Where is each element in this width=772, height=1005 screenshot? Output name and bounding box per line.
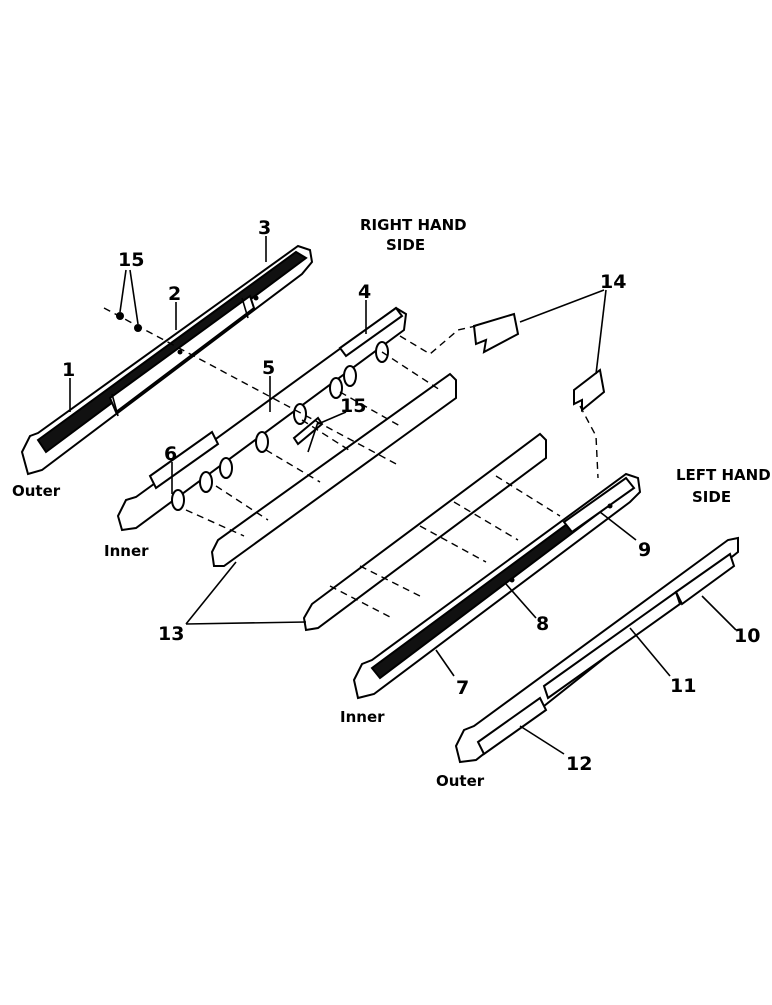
part-4-top-plate: [338, 306, 404, 358]
callout-1: 1: [62, 359, 75, 381]
callout-15-middle: 15: [340, 395, 366, 417]
inner-left-skid-assembly: [352, 472, 642, 700]
mount-bracket: [343, 365, 357, 387]
bolt-hole: [177, 349, 183, 355]
callout-11: 11: [670, 675, 696, 697]
part-6-end-plate: [148, 430, 220, 490]
callout-12: 12: [566, 753, 592, 775]
part-10-end-plate: [674, 552, 736, 606]
part-2-center-plate: [108, 294, 256, 414]
callout-10: 10: [734, 625, 760, 647]
callout-9: 9: [638, 539, 651, 561]
callout-15-top: 15: [118, 249, 144, 271]
bolt-hole: [253, 295, 259, 301]
left-hand-side-subheading: SIDE: [692, 488, 731, 506]
joint-line-1: [111, 393, 119, 417]
right-hand-side-heading: RIGHT HAND: [360, 216, 467, 234]
part-12-front-plate: [476, 696, 548, 756]
callout-8: 8: [536, 613, 549, 635]
inner-right-skid-assembly: [116, 306, 408, 532]
mount-bracket: [199, 471, 213, 493]
callout-4: 4: [358, 281, 371, 303]
part-14-bracket-lower: [573, 368, 606, 413]
joint-line-2: [241, 297, 249, 319]
inner-label-top: Inner: [104, 542, 149, 560]
callout-6: 6: [164, 443, 177, 465]
callout-7: 7: [456, 677, 469, 699]
part-13-strap-lower: [302, 432, 547, 632]
callout-3: 3: [258, 217, 271, 239]
outer-left-skid-assembly: [454, 536, 739, 764]
part-14-bracket-upper: [472, 312, 520, 354]
inner-label-bottom: Inner: [340, 708, 385, 726]
callout-2: 2: [168, 283, 181, 305]
bolt-head: [116, 312, 124, 320]
mount-bracket: [293, 403, 307, 425]
mount-bracket: [329, 377, 343, 399]
callout-5: 5: [262, 357, 275, 379]
bolt-head: [134, 324, 142, 332]
outer-label-top: Outer: [12, 482, 61, 500]
bolt-shank: [307, 421, 319, 453]
outer-right-skid-assembly: [20, 244, 314, 476]
mount-bracket: [219, 457, 233, 479]
part-5-inner-skid: [116, 306, 408, 532]
mount-bracket: [171, 489, 185, 511]
right-hand-side-subheading: SIDE: [386, 236, 425, 254]
callout-13: 13: [158, 623, 184, 645]
bolt-hole: [607, 503, 613, 509]
mount-bracket-row: [171, 341, 389, 511]
leader-lines: [69, 236, 737, 755]
left-hand-side-heading: LEFT HAND: [676, 466, 771, 484]
bolt-hole: [509, 577, 515, 583]
part-9-end-plate: [562, 476, 636, 534]
assembly-dashed-lines: [103, 307, 599, 619]
callout-14: 14: [600, 271, 626, 293]
outer-label-bottom: Outer: [436, 772, 485, 790]
part-11-center-plate: [542, 590, 682, 700]
mount-bracket: [255, 431, 269, 453]
